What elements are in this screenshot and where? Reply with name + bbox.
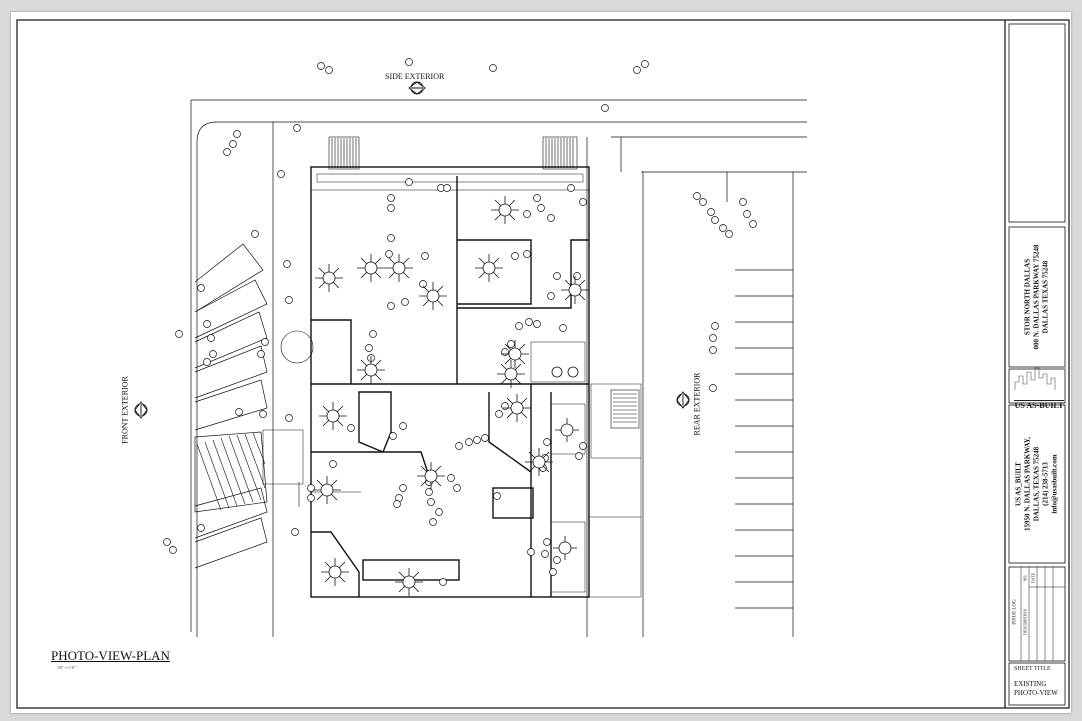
project-name: STOR NORTH DALLAS xyxy=(1023,258,1032,336)
company-block: US AS_BUILT 15950 N. DALLAS PARKWAY, DAL… xyxy=(1015,406,1060,562)
front-parking-stripes xyxy=(194,243,268,569)
building-walls xyxy=(310,166,590,598)
drawing-sheet: SIDE EXTERIOR FRONT EXTERIOR REAR EXTERI… xyxy=(11,12,1071,713)
sheet-title-label: SHEET TITLE xyxy=(1014,666,1051,672)
camera-clusters xyxy=(313,196,589,596)
front-exterior-label: FRONT EXTERIOR xyxy=(120,376,130,444)
plan-scale: 1/8" = 1'-0" xyxy=(57,665,76,670)
company-name: US AS_BUILT xyxy=(1014,462,1023,506)
front-hatch xyxy=(196,432,266,511)
company-email: info@usasbuilt.com xyxy=(1050,454,1059,514)
issue-log-col-no: NO. xyxy=(1022,574,1028,582)
side-exterior-label: SIDE EXTERIOR xyxy=(385,72,445,81)
project-block: STOR NORTH DALLAS 000 N. DALLAS PARKWAY … xyxy=(1024,227,1051,367)
plan-drawing xyxy=(16,19,1070,709)
street-lines xyxy=(190,99,807,637)
sheet-border xyxy=(16,19,1070,709)
title-block-frames xyxy=(1008,23,1066,706)
sheet-title-line-2: PHOTO-VIEW xyxy=(1014,689,1058,697)
brand-logo-label: US AS-BUILT xyxy=(1014,400,1064,410)
company-address: 15950 N. DALLAS PARKWAY, xyxy=(1023,436,1032,532)
issue-log-col-date: DATE xyxy=(1030,572,1036,584)
rear-exterior-label: REAR EXTERIOR xyxy=(692,372,702,436)
elevation-markers xyxy=(134,81,690,419)
plan-title: PHOTO-VIEW-PLAN xyxy=(51,648,170,663)
company-phone: (214) 238-5713 xyxy=(1041,462,1050,506)
photo-view-markers xyxy=(163,58,757,586)
stairs xyxy=(280,136,640,507)
issue-log-grid xyxy=(1020,567,1065,661)
rear-parking-stripes xyxy=(735,269,793,609)
project-city: DALLAS TEXAS 75248 xyxy=(1041,260,1050,334)
sheet-title-line-1: EXISTING xyxy=(1014,680,1047,688)
skyline-logo xyxy=(1014,367,1056,390)
project-address: 000 N. DALLAS PARKWAY 75248 xyxy=(1032,244,1041,350)
company-city: DALLAS, TEXAS 75248 xyxy=(1032,446,1041,522)
issue-log-col-description: DESCRIPTION xyxy=(1022,608,1028,636)
issue-log-title: ISSUE LOG xyxy=(1012,599,1018,625)
interior-details xyxy=(262,173,642,598)
